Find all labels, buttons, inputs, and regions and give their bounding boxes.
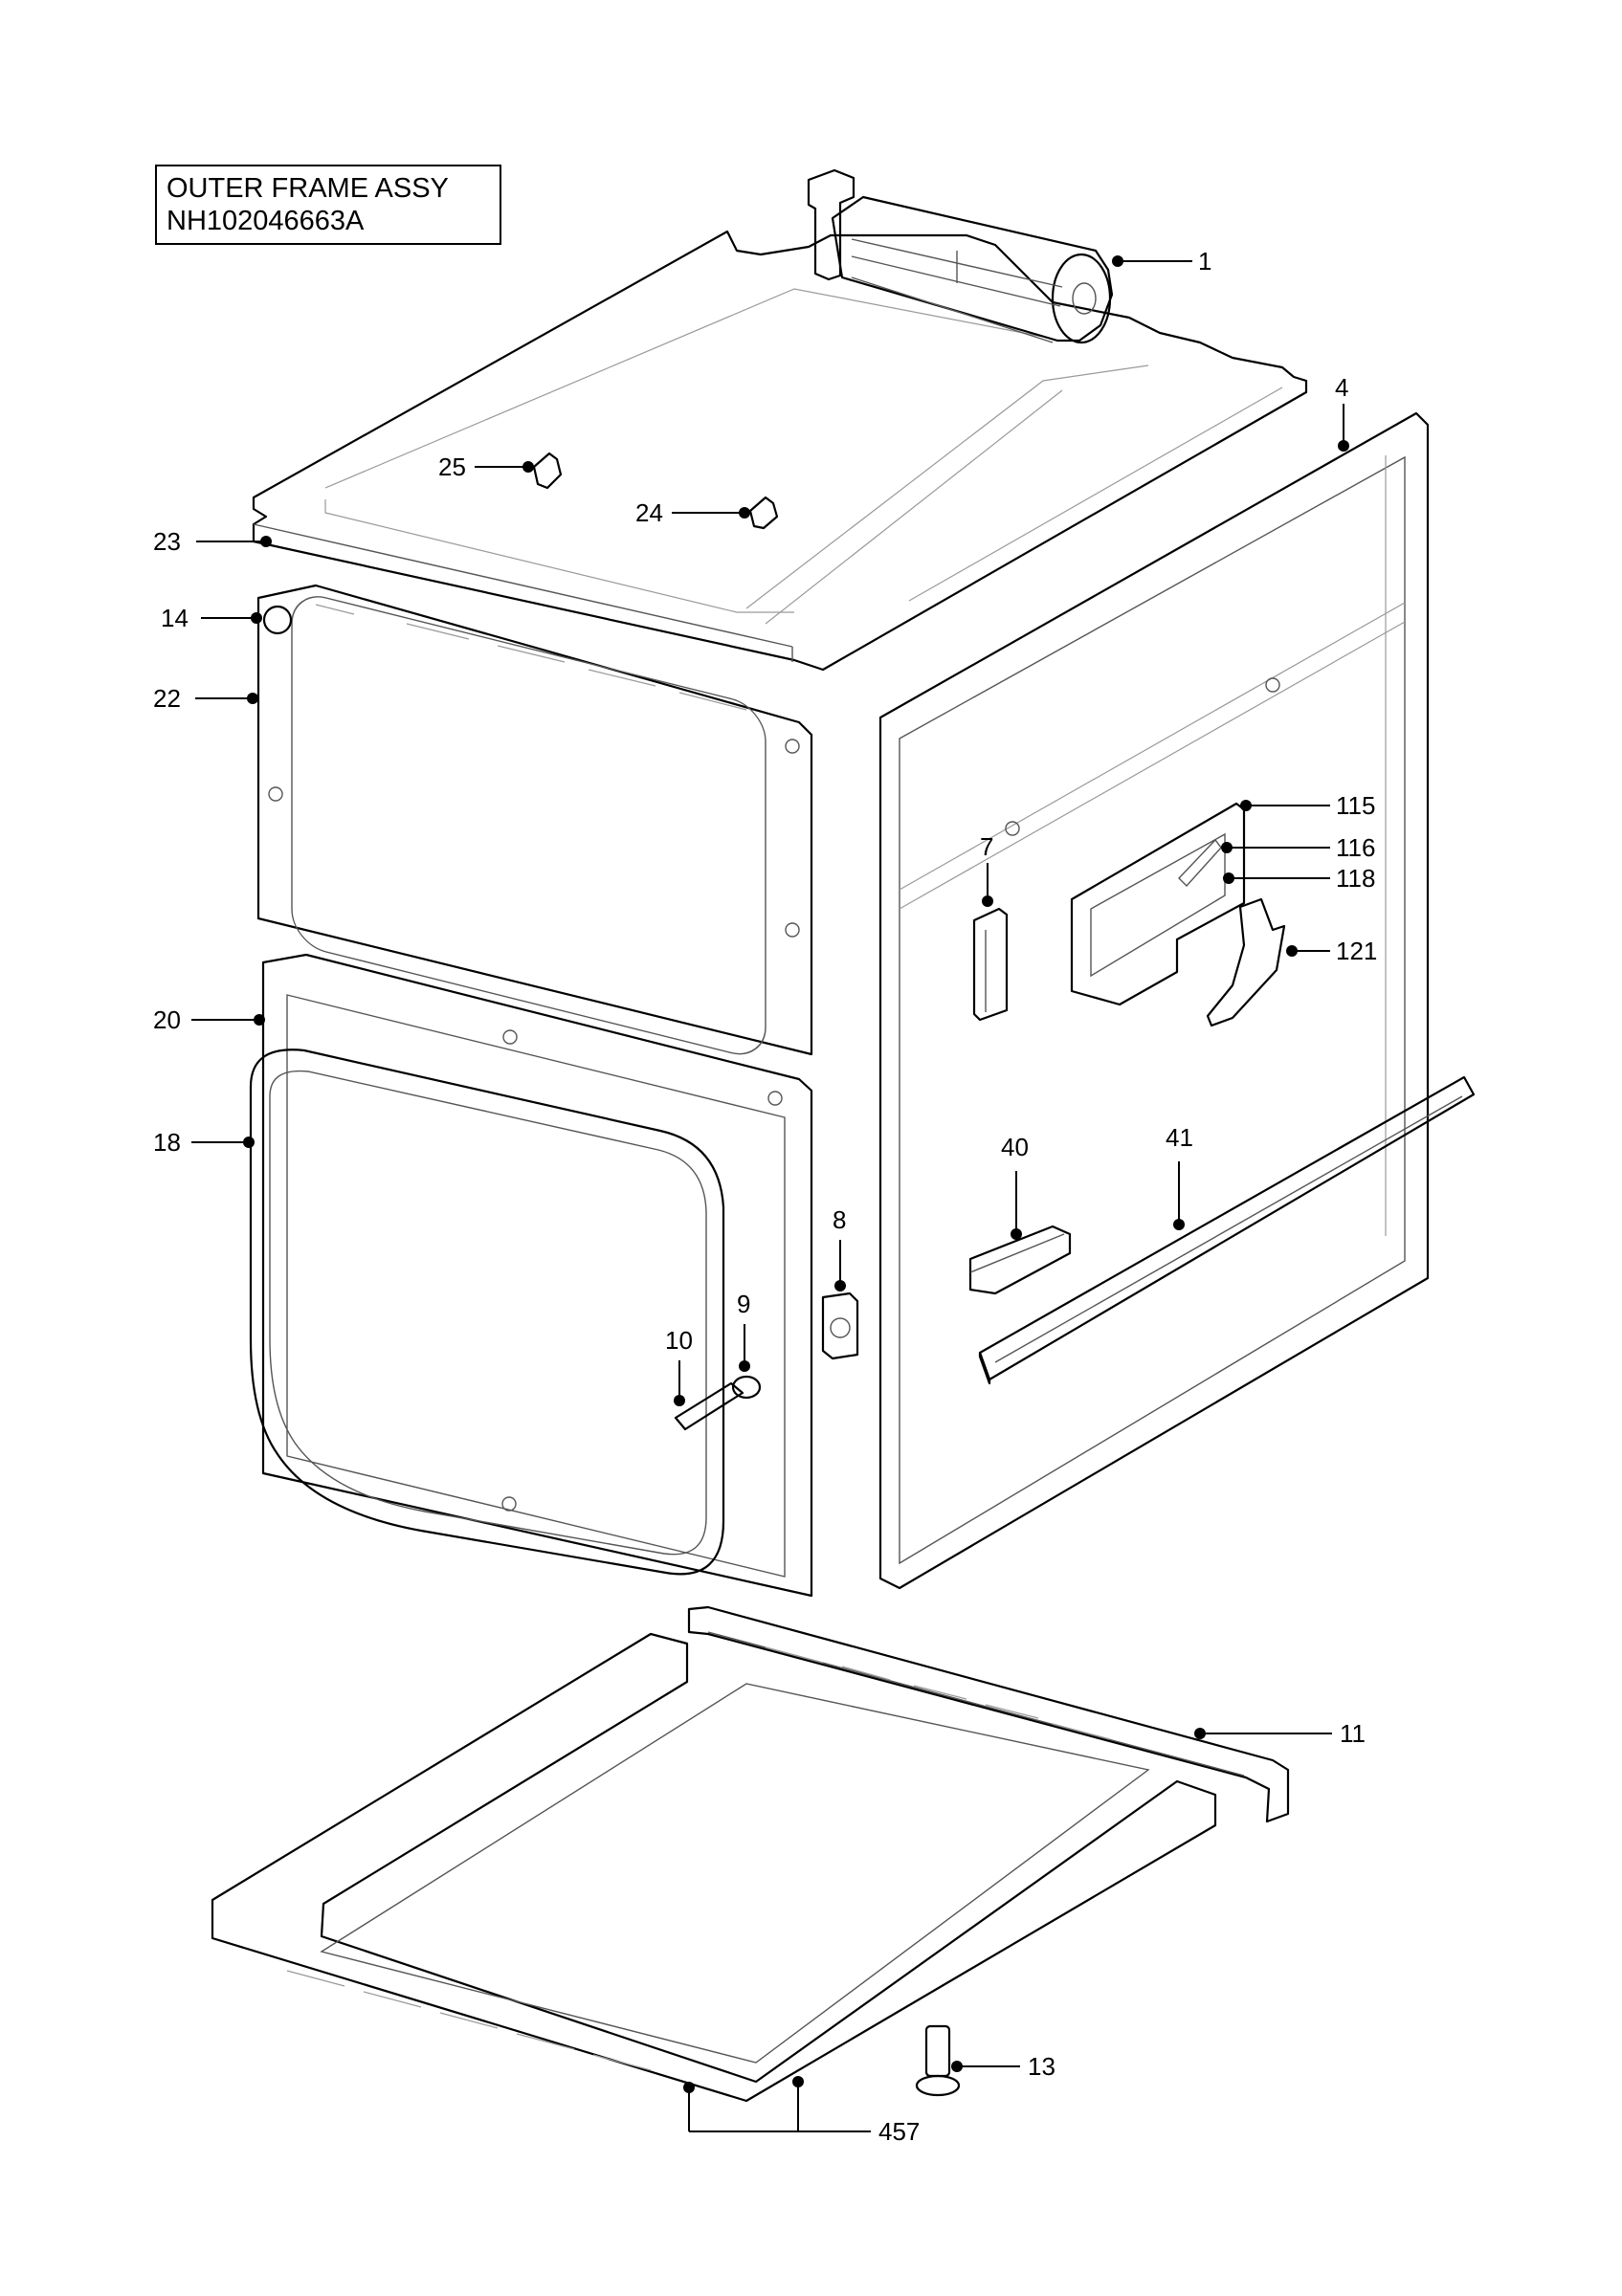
lamp-assembly <box>674 1375 762 1431</box>
assembly-title: OUTER FRAME ASSY <box>167 173 449 204</box>
shelf-runner-part-41 <box>978 1075 1476 1385</box>
callout-label: 22 <box>153 684 181 713</box>
bracket-part-7 <box>972 907 1009 1022</box>
callout-label: 10 <box>665 1326 693 1355</box>
callout-24: 24 <box>635 498 750 527</box>
thermostat-plate <box>1070 802 1246 1006</box>
callout-116: 116 <box>1221 833 1375 862</box>
door-seal-gasket <box>249 1049 725 1576</box>
callout-label: 115 <box>1336 791 1375 820</box>
cover-part-8 <box>821 1292 859 1360</box>
callout-4: 4 <box>1335 373 1349 452</box>
fan-motor <box>807 168 1114 344</box>
callout-1: 1 <box>1112 247 1211 276</box>
callout-label: 40 <box>1001 1133 1029 1161</box>
callout-label: 1 <box>1198 247 1211 276</box>
callout-label: 14 <box>161 604 189 632</box>
callout-label: 118 <box>1336 864 1375 893</box>
rear-lower-panel <box>261 953 813 1598</box>
callout-label: 8 <box>833 1205 846 1234</box>
callout-22: 22 <box>153 684 258 713</box>
callout-label: 9 <box>737 1290 750 1318</box>
callout-20: 20 <box>153 1005 265 1034</box>
callout-label: 41 <box>1166 1123 1193 1152</box>
callout-label: 11 <box>1340 1719 1366 1748</box>
callout-25: 25 <box>438 453 534 481</box>
bracket-part-40 <box>968 1225 1072 1295</box>
callout-label: 18 <box>153 1128 181 1157</box>
clip-part-25 <box>532 452 563 490</box>
callout-18: 18 <box>153 1128 255 1157</box>
callout-41: 41 <box>1166 1123 1193 1230</box>
callout-label: 121 <box>1336 937 1377 965</box>
top-panel <box>252 230 1308 672</box>
callout-115: 115 <box>1240 791 1375 820</box>
callout-label: 24 <box>635 498 663 527</box>
callout-13: 13 <box>951 2052 1055 2081</box>
callout-118: 118 <box>1223 864 1375 893</box>
callout-121: 121 <box>1286 937 1377 965</box>
callout-9: 9 <box>737 1290 750 1372</box>
callout-14: 14 <box>161 604 262 632</box>
plug-part-14 <box>262 605 293 635</box>
callout-457: 457 <box>683 2076 920 2146</box>
callout-label: 457 <box>878 2117 920 2146</box>
callout-10: 10 <box>665 1326 693 1406</box>
callout-40: 40 <box>1001 1133 1029 1240</box>
callout-label: 23 <box>153 527 181 556</box>
foot-screw-part-13 <box>915 2024 961 2097</box>
callout-11: 11 <box>1194 1719 1366 1748</box>
rear-upper-panel <box>256 584 813 1056</box>
callout-label: 20 <box>153 1005 181 1034</box>
callout-7: 7 <box>980 832 993 907</box>
callout-label: 25 <box>438 453 466 481</box>
assembly-part-number: NH102046663A <box>167 206 365 236</box>
callout-23: 23 <box>153 527 272 556</box>
bracket-part-121 <box>1206 897 1286 1027</box>
callout-label: 116 <box>1336 833 1375 862</box>
assembly-title-box: OUTER FRAME ASSY NH102046663A <box>155 165 501 245</box>
callout-label: 13 <box>1028 2052 1055 2081</box>
side-panel <box>878 411 1430 1590</box>
clip-part-24 <box>748 496 779 530</box>
callout-label: 4 <box>1335 373 1348 402</box>
callout-8: 8 <box>833 1205 846 1292</box>
base-frame <box>211 1605 1290 2103</box>
callout-label: 7 <box>980 832 993 861</box>
